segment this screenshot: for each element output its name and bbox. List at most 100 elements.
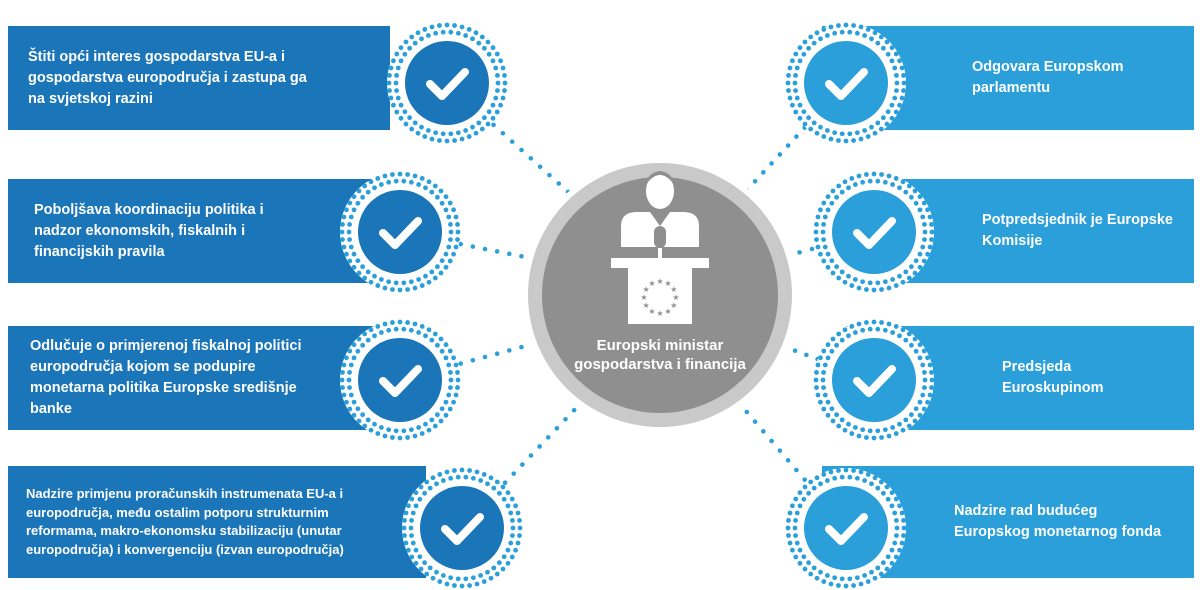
ring-dot (395, 95, 401, 101)
ring-dot (368, 427, 374, 433)
ring-dot (880, 115, 886, 121)
ring-dot (894, 88, 899, 94)
ring-dot (872, 130, 878, 136)
connector-dot (809, 246, 815, 252)
ring-dot (864, 172, 869, 177)
ring-dot (822, 362, 828, 368)
ring-dot (869, 569, 874, 575)
ring-dot (882, 327, 888, 333)
ring-dot (415, 30, 421, 36)
ring-dot (839, 269, 845, 275)
ring-dot (355, 200, 361, 206)
ring-dot (360, 412, 366, 418)
ring-dot (886, 433, 892, 439)
ring-dot (797, 560, 803, 566)
ring-dot (351, 355, 357, 361)
ring-dot (862, 478, 868, 483)
ring-dot (386, 327, 392, 333)
connector-dot (794, 467, 799, 473)
ring-dot (879, 320, 884, 325)
ring-dot (444, 138, 450, 144)
ring-dot (341, 214, 347, 220)
ring-dot (830, 418, 836, 424)
ring-dot (413, 547, 419, 553)
ring-dot (806, 490, 812, 496)
ring-dot (478, 478, 484, 483)
ring-dot (821, 369, 826, 375)
ring-dot (398, 58, 404, 64)
podium-top (611, 258, 709, 268)
ring-dot (851, 138, 856, 143)
ring-dot (894, 517, 899, 523)
ring-dot (894, 80, 900, 86)
ring-dot (395, 65, 401, 71)
ring-dot (925, 399, 930, 405)
eu-star: ★ (656, 277, 663, 286)
ring-dot (856, 433, 862, 439)
ring-dot (893, 109, 899, 115)
ring-dot (438, 418, 444, 424)
ring-dot (893, 283, 899, 288)
ring-dot (437, 579, 443, 584)
ring-dot (444, 581, 450, 587)
connector-dot (777, 448, 783, 453)
ring-dot (434, 194, 440, 200)
check-node (339, 171, 461, 293)
ring-dot (786, 533, 791, 538)
eu-star: ★ (643, 285, 650, 294)
ring-dot (922, 229, 928, 235)
ring-dot (434, 264, 440, 270)
ring-dot (446, 244, 452, 250)
ring-dot (423, 333, 428, 339)
ring-dot (839, 337, 845, 343)
ring-dot (852, 277, 858, 282)
ring-dot (793, 88, 798, 94)
ring-dot (397, 287, 403, 293)
ring-dot (886, 285, 892, 291)
ring-dot (913, 406, 919, 412)
ring-dot (834, 342, 840, 348)
ring-dot (802, 121, 808, 127)
ring-dot (825, 412, 831, 418)
ring-dot (917, 251, 923, 257)
ring-dot (347, 237, 352, 243)
ring-dot (341, 392, 347, 398)
ring-dot (402, 533, 407, 538)
ring-dot (794, 95, 800, 101)
ring-dot (822, 244, 828, 250)
connector-dot (458, 241, 464, 247)
ring-dot (787, 95, 793, 101)
ring-dot (382, 173, 388, 179)
connector-dot (520, 462, 525, 467)
ring-dot (448, 377, 454, 383)
ring-dot (884, 121, 890, 127)
ring-dot (360, 264, 366, 270)
ring-dot (455, 237, 460, 242)
ring-dot (901, 73, 906, 78)
ring-dot (470, 124, 475, 130)
ring-dot (836, 468, 841, 473)
ring-dot (394, 109, 400, 115)
ring-dot (893, 496, 899, 502)
connector-dot (537, 164, 543, 170)
ring-dot (793, 72, 798, 78)
ring-dot (495, 80, 501, 86)
checkmark-icon (825, 513, 868, 545)
checkmark-icon (853, 217, 896, 249)
ring-dot (901, 88, 906, 93)
ring-dot (878, 126, 884, 132)
connector-dot (500, 130, 506, 136)
ring-dot (846, 421, 851, 427)
connector-dot (491, 122, 496, 128)
ring-dot (814, 237, 819, 242)
ring-dot (500, 484, 506, 490)
connector-dot (494, 249, 500, 254)
ring-dot (476, 40, 482, 46)
ring-dot (856, 173, 862, 179)
ring-dot (416, 425, 422, 430)
ring-dot (419, 176, 425, 181)
ring-dot (403, 39, 409, 45)
ring-dot (787, 65, 793, 71)
ring-dot (403, 121, 409, 127)
ring-dot (818, 355, 823, 361)
